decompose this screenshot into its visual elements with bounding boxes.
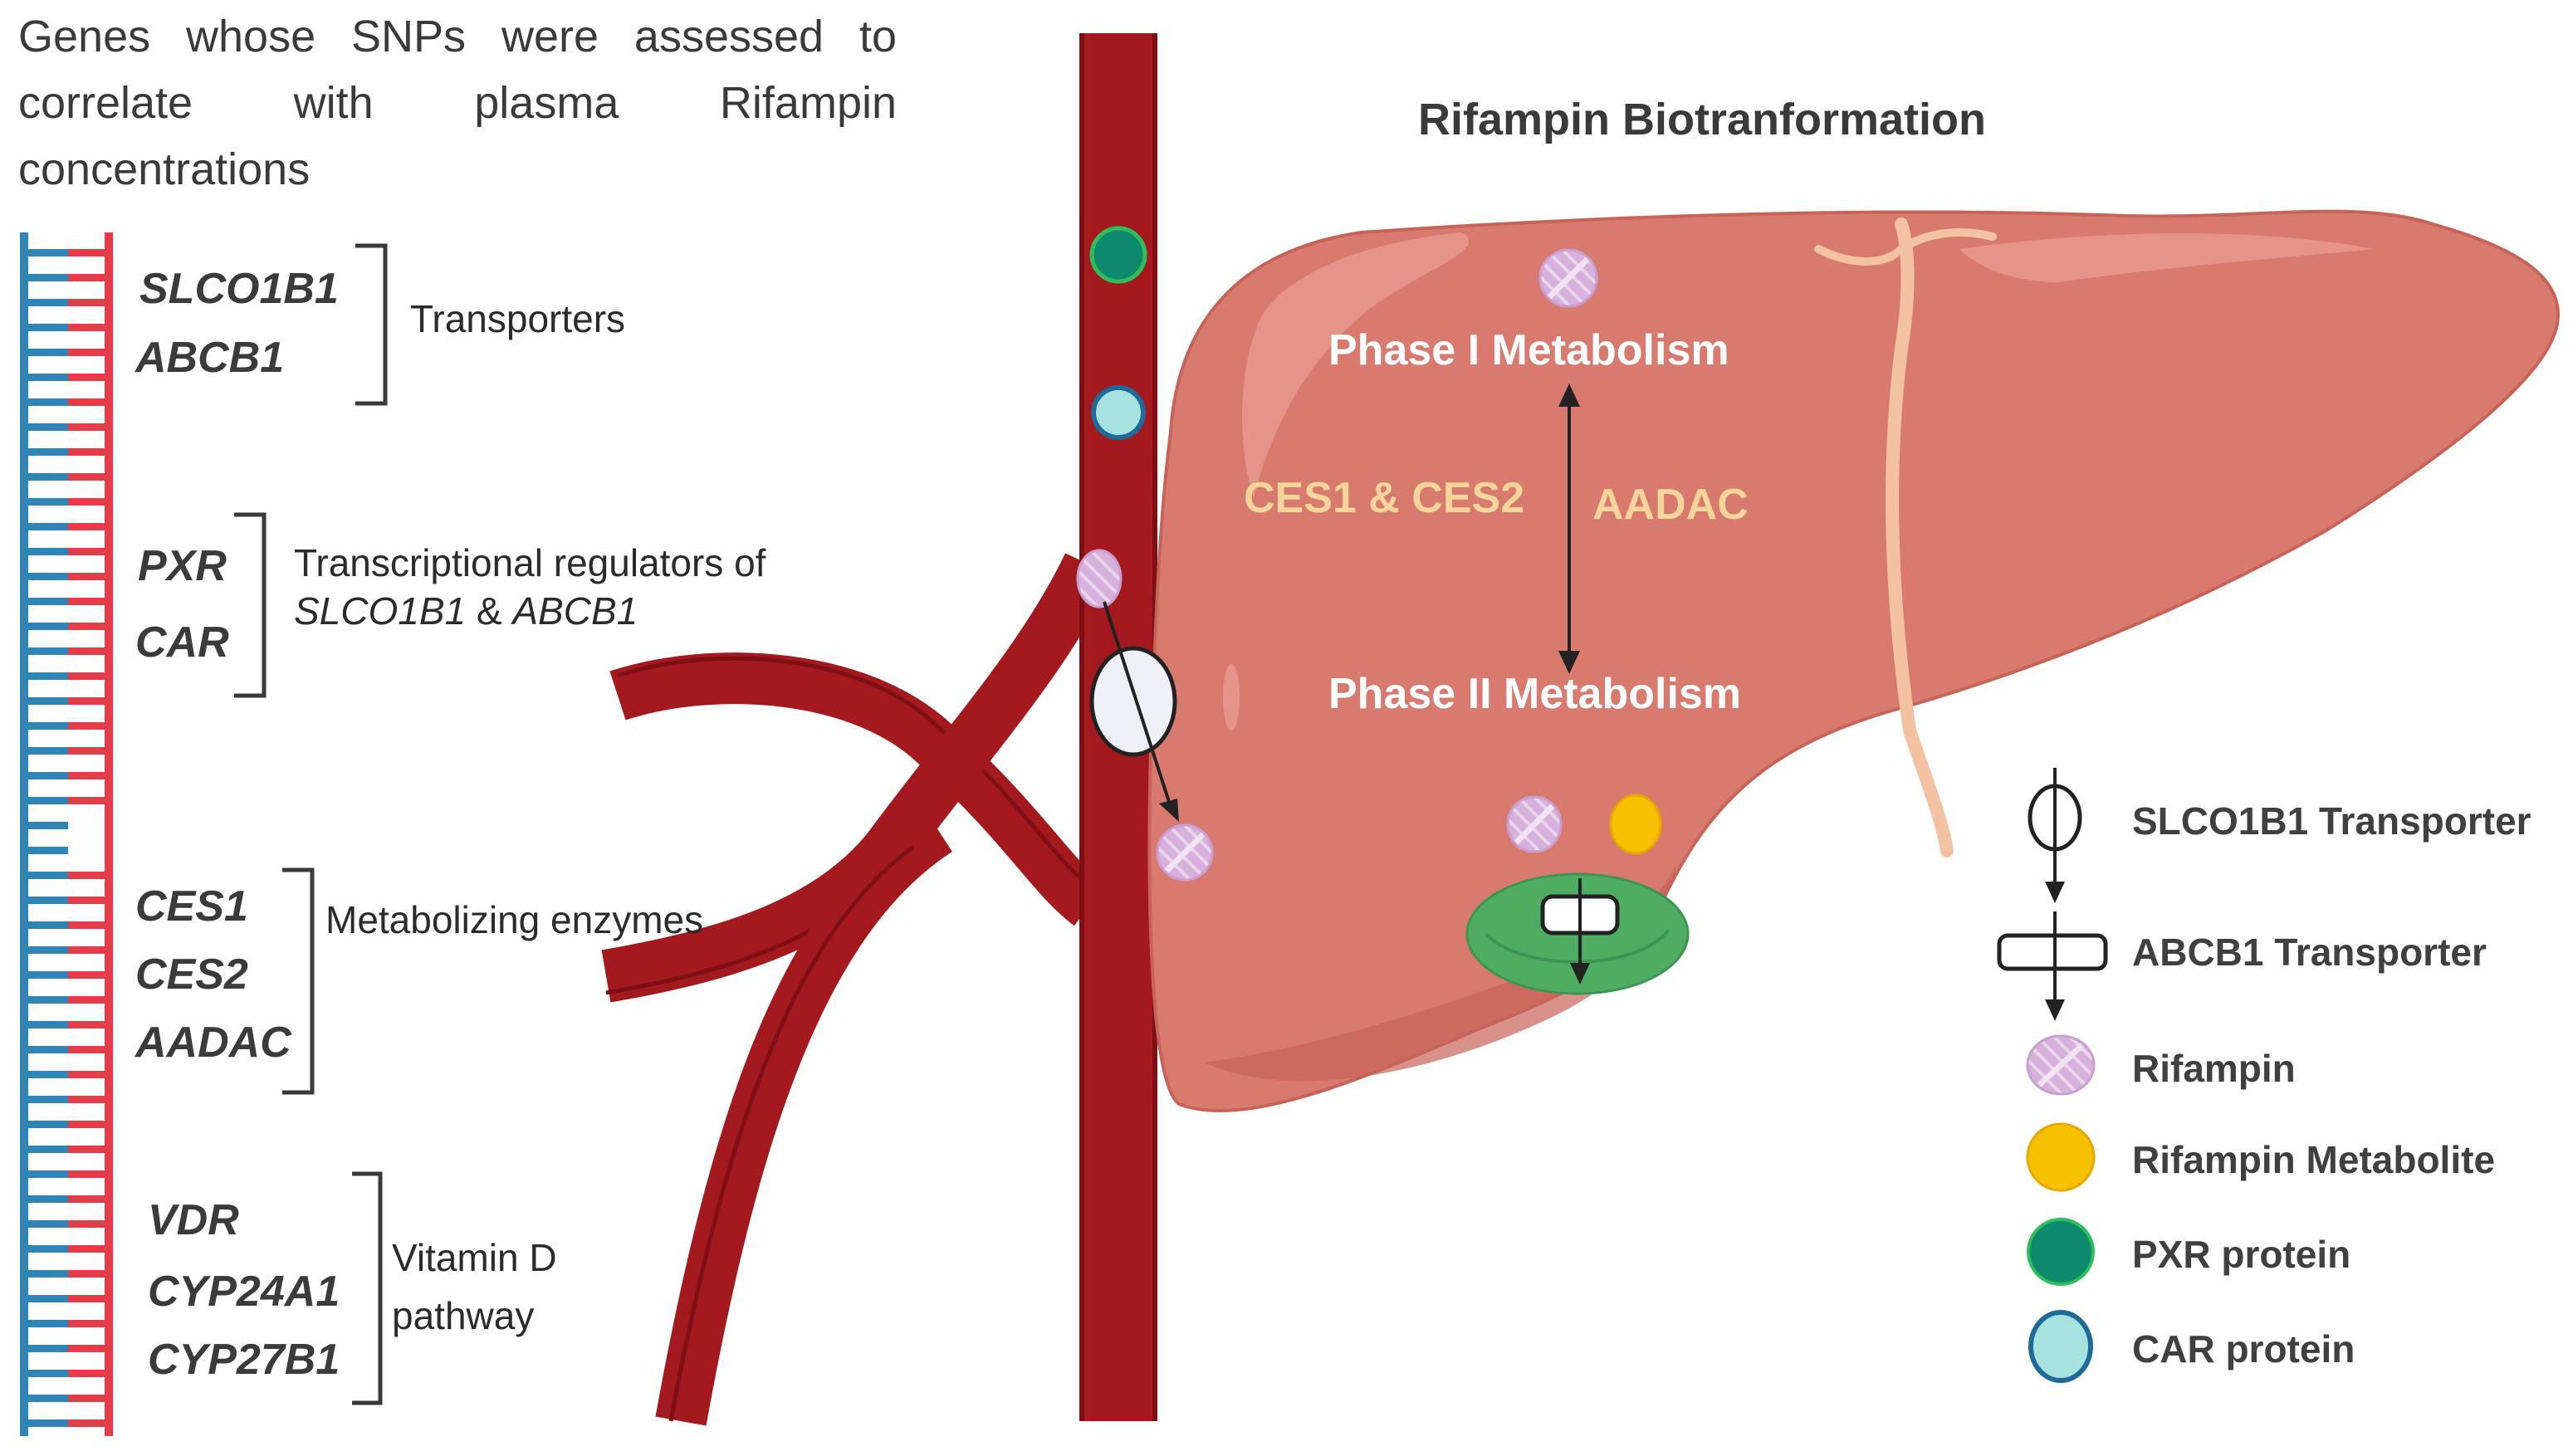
legend-label-metabolite: Rifampin Metabolite [2132,1138,2496,1181]
gene-brackets [234,243,388,1405]
gene-ces1: CES1 [135,882,248,931]
gene-cyp27b1: CYP27B1 [148,1336,340,1384]
gene-slco1b1: SLCO1B1 [139,265,339,313]
liver [1147,209,2560,1112]
enzyme-ces-label: CES1 & CES2 [1244,474,1525,522]
dna-ladder-icon [20,232,113,1436]
legend-label-rifampin: Rifampin [2132,1047,2296,1090]
gene-aadac: AADAC [135,1019,291,1067]
abcb1-transporter-icon [1540,878,1620,985]
regulators-line-1: Transcriptional regulators of [294,541,766,584]
phase-2-label: Phase II Metabolism [1328,670,1742,718]
metabolism-double-arrow [1558,384,1580,674]
gene-pxr: PXR [138,542,227,590]
legend-label-pxr: PXR protein [2132,1233,2351,1276]
legend-icons [1997,768,2108,1383]
gene-cyp24a1: CYP24A1 [148,1268,340,1316]
rifampin-icon [1076,549,1123,608]
pxr-protein-icon [2027,1218,2095,1286]
car-protein-icon [2028,1310,2093,1383]
gene-vdr: VDR [148,1196,239,1244]
rifampin-icon [2026,1034,2096,1096]
regulators-line-2: SLCO1B1 & ABCB1 [294,588,766,636]
legend-label-slco1b1: SLCO1B1 Transporter [2132,799,2531,843]
regulators-gene-b: ABCB1 [512,589,638,633]
rifampin-icon [1506,795,1563,853]
legend-label-abcb1: ABCB1 Transporter [2132,931,2487,974]
legend-label-car: CAR protein [2132,1327,2355,1370]
enzyme-aadac-label: AADAC [1592,481,1749,529]
uptake-arrow [1103,601,1179,822]
pxr-protein-icon [1089,226,1147,284]
regulators-connector: & [466,589,513,633]
blood-vessel [601,33,1157,1426]
vitamin-d-line-1: Vitamin D [392,1236,557,1279]
slco1b1-transporter-icon [1089,646,1177,757]
abcb1-transporter-icon [1997,911,2108,1021]
rifampin-icon [1156,823,1214,882]
gene-ces2: CES2 [135,950,248,999]
regulators-gene-a: SLCO1B1 [294,589,467,633]
rifampin-metabolite-icon [2026,1122,2096,1192]
vitamin-d-line-2: pathway [392,1294,535,1337]
rifampin-icon [1538,248,1598,308]
genes-heading: Genes whose SNPs were assessed to correl… [18,12,897,194]
group-label-enzymes: Metabolizing enzymes [325,898,704,941]
slco1b1-transporter-icon [2028,768,2082,903]
gene-abcb1: ABCB1 [135,334,285,382]
group-label-regulators: Transcriptional regulators of SLCO1B1 & … [294,540,766,635]
phase-1-label: Phase I Metabolism [1328,326,1729,374]
rifampin-metabolite-icon [1609,794,1662,855]
car-protein-icon [1091,385,1146,440]
gene-car: CAR [135,618,229,667]
group-label-vitamin-d: Vitamin D pathway [392,1229,557,1345]
group-label-transporters: Transporters [410,297,626,340]
liver-title: Rifampin Biotranformation [1418,95,1986,144]
